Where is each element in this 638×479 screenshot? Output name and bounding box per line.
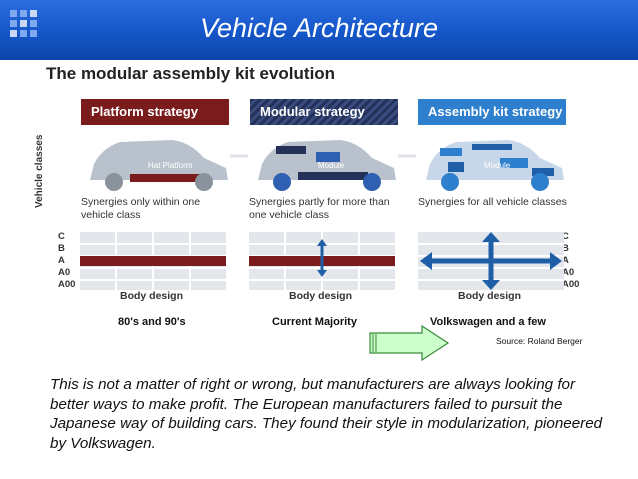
svg-text:Hat Platform: Hat Platform: [148, 161, 193, 170]
row-label-b-right: B: [562, 243, 569, 254]
assembly-kit-car-icon: Module: [426, 140, 564, 191]
body-paragraph: This is not a matter of right or wrong, …: [50, 376, 603, 452]
vehicle-classes-label: Vehicle classes: [34, 134, 45, 208]
row-label-a-right: A: [562, 255, 569, 266]
logo-icon: [10, 10, 50, 50]
title-bar: Vehicle Architecture: [0, 0, 638, 60]
era-label-80s-90s: 80's and 90's: [118, 316, 186, 328]
body-design-label-3: Body design: [458, 290, 522, 302]
modular-strategy-banner: Modular strategy: [250, 99, 398, 125]
modular-car-icon: Module: [258, 140, 396, 191]
row-label-a00: A00: [58, 279, 76, 290]
platform-synergy-text: Synergies only within one vehicle class: [81, 196, 201, 221]
car-illustrations: Hat Platform Module Module: [90, 140, 564, 191]
assembly-kit-grid: [418, 232, 564, 290]
row-label-a0-right: A0: [562, 267, 575, 278]
platform-grid: [80, 232, 226, 290]
modular-synergy-text: Synergies partly for more than one vehic…: [249, 196, 390, 221]
body-design-label-2: Body design: [289, 290, 353, 302]
row-label-a00-right: A00: [562, 279, 580, 290]
right-arrow-icon: [369, 325, 450, 361]
assembly-kit-strategy-banner: Assembly kit strategy: [418, 99, 566, 125]
era-label-volkswagen: Volkswagen and a few: [430, 316, 546, 328]
platform-band: [80, 256, 226, 266]
source-note: Source: Roland Berger: [496, 336, 583, 346]
body-design-label-1: Body design: [120, 290, 184, 302]
platform-strategy-banner: Platform strategy: [81, 99, 229, 125]
row-label-a: A: [58, 255, 65, 266]
row-label-a0: A0: [58, 267, 71, 278]
modular-grid: [249, 232, 395, 290]
row-label-c-right: C: [562, 231, 569, 242]
assembly-synergy-text: Synergies for all vehicle classes: [418, 196, 567, 208]
svg-text:Module: Module: [484, 161, 511, 170]
row-label-c: C: [58, 231, 65, 242]
figure-subtitle: The modular assembly kit evolution: [46, 64, 336, 83]
slide-title: Vehicle Architecture: [199, 13, 439, 43]
row-label-b: B: [58, 243, 65, 254]
vehicle-class-grids: [80, 232, 564, 290]
platform-car-icon: Hat Platform: [90, 140, 228, 191]
svg-text:Module: Module: [318, 161, 345, 170]
era-label-current-majority: Current Majority: [272, 316, 357, 328]
